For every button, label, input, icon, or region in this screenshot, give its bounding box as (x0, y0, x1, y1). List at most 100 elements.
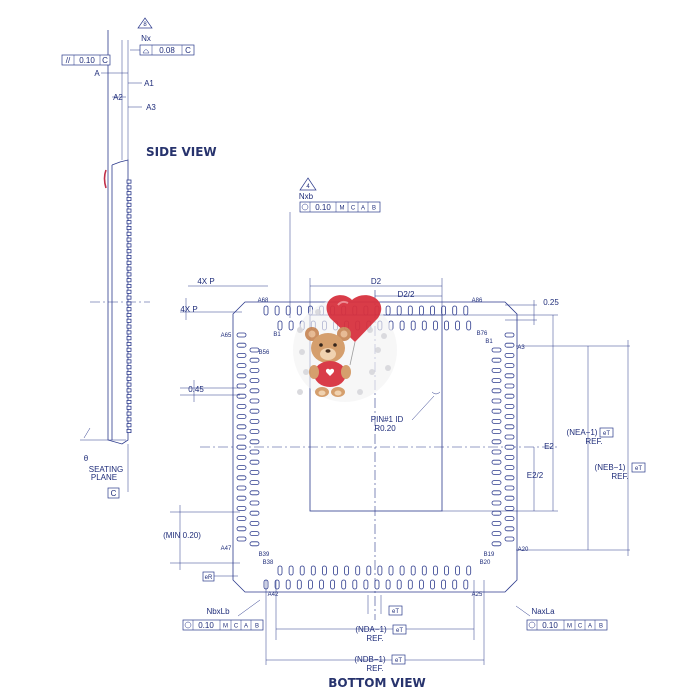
et-box-nea (599, 427, 614, 438)
nea-label: (NEA−1) (567, 428, 598, 437)
pad-top-outer (452, 305, 458, 316)
svg-text:B: B (599, 624, 603, 630)
pin-label-b56: B56 (259, 350, 270, 356)
pad-bottom-inner (444, 565, 449, 576)
pad-right-inner (491, 408, 502, 414)
side-lead (126, 231, 132, 236)
side-lead (126, 365, 132, 370)
pad-bottom-outer (341, 579, 347, 590)
pad-bottom-inner (321, 565, 327, 576)
datum-c-box (107, 487, 120, 499)
pad-left-inner (249, 347, 260, 353)
side-lead (126, 405, 132, 410)
seating-label: SEATING (89, 465, 124, 474)
pad-right-inner (491, 388, 502, 394)
pad-bottom-outer (352, 579, 358, 590)
pad-left-inner (249, 469, 260, 475)
side-lead (126, 237, 132, 242)
pad-right-inner (491, 500, 502, 506)
pad-left-outer (236, 495, 247, 501)
pad-bottom-inner (399, 565, 405, 576)
pad-top-outer (418, 305, 424, 316)
pad-right-outer (504, 475, 515, 481)
pad-left-inner (249, 367, 260, 373)
pad-top-outer (296, 305, 302, 316)
pad-right-inner (491, 357, 502, 363)
pad-left-inner (249, 541, 260, 547)
pad-bottom-inner (410, 565, 416, 576)
pad-bottom-inner (288, 565, 294, 576)
pin-label-b38: B38 (263, 560, 274, 566)
pad-top-inner (277, 320, 283, 331)
pad-right-inner (491, 429, 502, 435)
pad-right-outer (504, 342, 515, 348)
pad-bottom-outer (385, 579, 391, 590)
pad-left-inner (249, 500, 260, 506)
watermark-dot (297, 327, 303, 333)
pad-top-inner (455, 320, 461, 331)
pad-bottom-outer (463, 579, 469, 590)
pad-bottom-outer (285, 579, 291, 590)
side-lead (126, 185, 132, 190)
pad-left-outer (236, 414, 247, 420)
pad-top-outer (385, 305, 391, 316)
pad-left-outer (236, 444, 247, 450)
parallel-icon: // (66, 56, 71, 65)
side-lead (126, 260, 132, 265)
er-box (202, 571, 215, 582)
pad-left-outer (236, 342, 247, 348)
bottom-view-title: BOTTOM VIEW (328, 676, 426, 690)
svg-text:B: B (372, 206, 376, 212)
svg-text:eT: eT (603, 431, 610, 437)
nx-label: Nx (141, 34, 151, 43)
side-lead (126, 295, 132, 300)
pad-left-outer (236, 403, 247, 409)
pad-right-outer (504, 424, 515, 430)
pin1-notch (431, 391, 441, 395)
pin-label-a20: A20 (518, 547, 529, 553)
pad-left-inner (249, 521, 260, 526)
side-lead (126, 312, 132, 317)
watermark-dot (375, 347, 381, 353)
dim-a1-label: A1 (144, 79, 154, 88)
side-lead (126, 266, 132, 271)
svg-text:0.10: 0.10 (79, 56, 95, 65)
side-lead (126, 353, 132, 358)
et-box-ndb (391, 654, 406, 665)
watermark-dot (357, 389, 363, 395)
pad-bottom-inner (421, 565, 427, 576)
pad-bottom-outer (374, 579, 380, 590)
pad-bottom-outer (452, 579, 458, 590)
dim-a-label: A (94, 69, 100, 78)
pad-bottom-inner (432, 565, 438, 576)
pad-top-inner (421, 320, 427, 331)
pad-right-inner (491, 490, 502, 496)
side-lead (126, 336, 132, 341)
watermark-dot (315, 309, 321, 315)
svg-text:0.08: 0.08 (159, 46, 175, 55)
pad-left-inner (249, 398, 260, 404)
pad-right-outer (504, 352, 515, 358)
watermark-dot (299, 349, 305, 355)
svg-text:C: C (102, 56, 108, 65)
pad-left-outer (236, 363, 247, 369)
pad-bottom-outer (296, 579, 302, 590)
pad-right-outer (504, 363, 515, 369)
side-lead (126, 411, 132, 416)
pad-left-outer (236, 536, 247, 542)
svg-text:0.10: 0.10 (198, 621, 214, 630)
et-box-neb (631, 462, 646, 473)
watermark-dot (381, 333, 387, 339)
pad-right-inner (491, 378, 502, 384)
side-lead (126, 330, 132, 335)
pad-bottom-outer (441, 579, 447, 590)
pad-left-outer (236, 373, 247, 379)
pad-right-inner (491, 531, 502, 536)
pad-right-outer (504, 332, 515, 338)
pad-left-outer (236, 505, 247, 511)
position-icon (528, 621, 536, 629)
svg-text:B: B (255, 624, 259, 630)
pad-bottom-inner (277, 565, 283, 576)
pad-right-outer (504, 444, 515, 450)
position-tolerance-frame-right (526, 619, 608, 631)
